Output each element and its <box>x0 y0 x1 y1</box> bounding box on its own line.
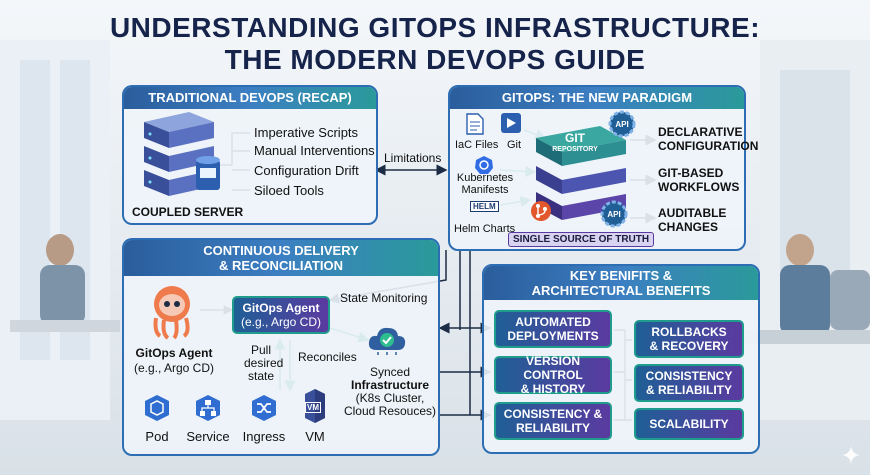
kubernetes-icon <box>475 156 493 174</box>
svg-text:API: API <box>615 120 628 129</box>
title-line-2: THE MODERN DEVOPS GUIDE <box>224 44 646 75</box>
cloud-check-icon <box>368 327 406 355</box>
benefit-consistency-reliability-left: CONSISTENCY & RELIABILITY <box>494 402 612 440</box>
git-branch-icon <box>531 201 551 221</box>
argo-mascot-icon <box>153 286 190 340</box>
trad-item-imperative-scripts: Imperative Scripts <box>254 125 359 140</box>
helm-badge: HELM <box>470 201 499 212</box>
gitops-agent-box: GitOps Agent (e.g., Argo CD) <box>232 296 330 334</box>
server-stack-icon <box>144 112 220 196</box>
git-repository-stack-icon <box>536 126 626 220</box>
service-icon <box>196 395 220 421</box>
benefits-header: KEY BENIFITS & ARCHITECTURAL BENEFITS <box>484 266 758 300</box>
git-icon <box>501 113 521 133</box>
feature-git-based-workflows: GIT-BASED WORKFLOWS <box>658 166 740 194</box>
benefit-rollbacks-recovery: ROLLBACKS & RECOVERY <box>634 320 744 358</box>
trad-item-manual-interventions: Manual Interventions <box>254 143 375 158</box>
title-line-1: UNDERSTANDING GITOPS INFRASTRUCTURE: <box>109 12 761 43</box>
svg-text:API: API <box>607 210 620 219</box>
vm-badge: VM <box>305 402 321 413</box>
benefit-scalability: SCALABILITY <box>634 408 744 440</box>
api-gear-icon: API <box>608 110 636 138</box>
resource-ingress-label: Ingress <box>242 429 286 444</box>
git-label: Git <box>507 139 522 151</box>
feature-auditable-changes: AUDITABLE CHANGES <box>658 206 727 234</box>
page-title: UNDERSTANDING GITOPS INFRASTRUCTURE: THE… <box>0 12 870 76</box>
trad-item-siloed-tools: Siloed Tools <box>254 183 324 198</box>
gitops-panel: GITOPS: THE NEW PARADIGM <box>448 85 746 251</box>
iac-files-label: IaC Files <box>455 139 499 151</box>
helm-charts-label: Helm Charts <box>454 223 516 235</box>
coupled-server-label: COUPLED SERVER <box>132 205 244 219</box>
limitations-label: Limitations <box>384 151 442 165</box>
state-monitoring-label: State Monitoring <box>340 291 428 305</box>
iac-file-icon <box>466 113 484 135</box>
gitops-agent-mascot-label: GitOps Agent (e.g., Argo CD) <box>133 346 215 375</box>
synced-infrastructure-label: Synced Infrastructure (K8s Cluster, Clou… <box>343 365 437 418</box>
pull-desired-state-label: Pull desired state <box>244 343 284 383</box>
resource-vm-label: VM <box>305 429 325 444</box>
api-gear-icon-2: API <box>600 200 628 228</box>
ingress-icon <box>252 395 276 421</box>
reconciles-label: Reconciles <box>298 350 357 364</box>
single-source-of-truth-label: SINGLE SOURCE OF TRUTH <box>508 232 655 247</box>
benefit-version-control-history: VERSION CONTROL & HISTORY <box>494 354 612 396</box>
resource-service-label: Service <box>186 429 230 444</box>
traditional-devops-header: TRADITIONAL DEVOPS (RECAP) <box>124 87 376 109</box>
kubernetes-manifests-label: Kubernetes Manifests <box>456 172 514 196</box>
trad-item-configuration-drift: Configuration Drift <box>254 163 359 178</box>
sparkle-icon <box>842 446 860 464</box>
pod-icon <box>145 395 169 421</box>
feature-declarative-configuration: DECLARATIVE CONFIGURATION <box>658 125 759 153</box>
repo-title: GIT REPOSITORY <box>552 131 598 153</box>
resource-pod-label: Pod <box>145 429 169 444</box>
gitops-header: GITOPS: THE NEW PARADIGM <box>450 87 744 109</box>
benefit-consistency-reliability-right: CONSISTENCY & RELIABILITY <box>634 364 744 402</box>
benefit-automated-deployments: AUTOMATED DEPLOYMENTS <box>494 310 612 348</box>
cd-header: CONTINUOUS DELIVERY & RECONCILIATION <box>124 240 438 276</box>
